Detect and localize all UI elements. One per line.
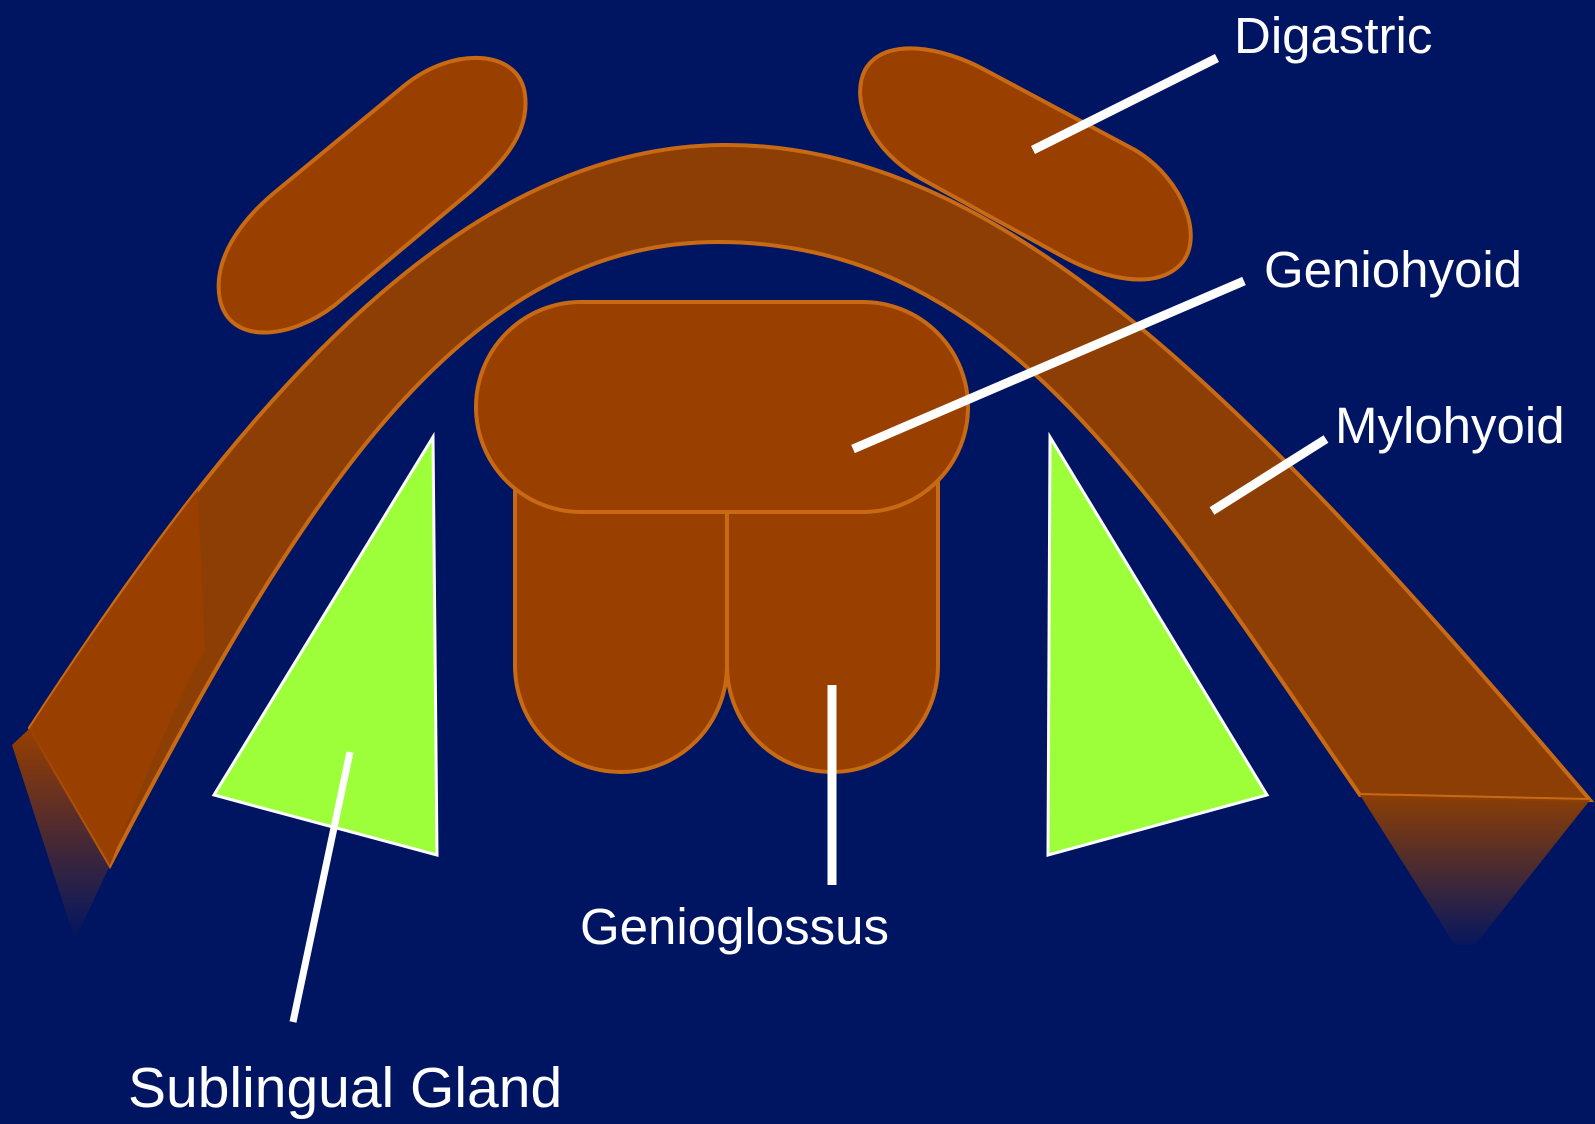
label-mylohyoid: Mylohyoid (1335, 397, 1565, 454)
label-geniohyoid: Geniohyoid (1264, 241, 1522, 298)
label-genioglossus: Genioglossus (580, 898, 889, 955)
genioglossus-left-belly (515, 470, 727, 772)
label-sublingual-gland: Sublingual Gland (128, 1056, 562, 1120)
geniohyoid-muscle (476, 302, 968, 512)
label-digastric: Digastric (1234, 7, 1432, 64)
